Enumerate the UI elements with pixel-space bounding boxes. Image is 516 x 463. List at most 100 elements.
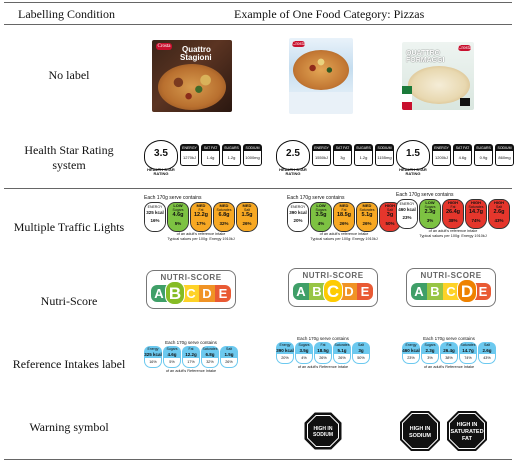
warning-sodium-1: HIGH IN SODIUM: [304, 412, 342, 450]
mtl-energy-value: 325 kcal: [146, 210, 164, 215]
ri-amount: 26.4g: [443, 347, 455, 353]
pizza-image: [408, 66, 470, 104]
ri-nutrient-name: Salt: [357, 343, 365, 347]
ri-amount: 3.5g: [299, 347, 309, 353]
mtl-level: HIGH: [494, 200, 504, 205]
ri-amount: 460 kcal: [402, 347, 420, 353]
mtl-level: MED: [219, 203, 229, 208]
warning-text-line1: HIGH IN: [457, 422, 478, 428]
hsr-nutrient-value: 1.2g: [227, 155, 236, 160]
ri-footer: of an adult's Reference Intake: [423, 365, 475, 369]
pizza-box-quattro-stagioni: Crosta Quattro Stagioni: [152, 40, 232, 112]
mtl-amount: 14.7g: [468, 209, 484, 215]
mtl-level: MED: [196, 203, 206, 208]
nutriscore-letter-b: B: [309, 282, 325, 300]
ri-pct: 5%: [163, 357, 181, 368]
mtl-nutrient-name: Saturates: [468, 205, 484, 209]
ri-nutrient-name: Energy: [405, 343, 417, 347]
ri-nutrient-name: Fat: [446, 343, 452, 347]
nutriscore-letter-d: D: [199, 284, 215, 302]
hsr-star-value: 2.5: [286, 148, 300, 159]
header-condition: Labelling Condition: [18, 7, 115, 21]
mtl-footer-1: of an adult's reference intake: [176, 232, 226, 236]
hsr-nutrient-name: SODIUM: [244, 145, 261, 151]
warning-text-line3: FAT: [462, 436, 473, 442]
mtl-pct: 26%: [334, 219, 354, 231]
pizza-title-line2: FORMAGGI: [406, 57, 445, 64]
mtl-pct: 17%: [191, 219, 211, 231]
mtl-amount: 5.1g: [361, 212, 373, 218]
hsr-nutrient-value: 1200kJ: [435, 155, 448, 160]
pizza-box-bottom: [289, 92, 353, 114]
row-label-mtl: Multiple Traffic Lights: [13, 220, 125, 234]
mtl-nutrient-name: Salt: [386, 208, 394, 212]
hsr-nutrient-name: ENERGY: [433, 145, 450, 151]
mtl-level: HIGH: [385, 203, 395, 208]
ri-pct: 20%: [276, 353, 294, 364]
hsr-nutrient-name: SAT FAT: [202, 145, 219, 151]
mtl-amount: 4.6g: [172, 212, 184, 218]
ri-footer: of an adult's Reference Intake: [165, 369, 217, 373]
ri-nutrient-name: Saturates: [334, 343, 350, 347]
hsr-nutrient-name: SUGARS: [223, 145, 240, 151]
mtl-level: MED: [242, 203, 252, 208]
row-label-nutriscore: Nutri-Score: [40, 294, 98, 308]
mtl-pct: 43%: [489, 216, 509, 228]
hsr-nutrient-name: SODIUM: [496, 145, 513, 151]
mtl-footer-1: of an adult's reference intake: [319, 232, 369, 236]
mtl-level: LOW: [316, 203, 326, 208]
hsr-nutrient-value: 1155mg: [377, 155, 392, 160]
ri-pct: 23%: [402, 353, 420, 364]
ri-amount: 5.1g: [337, 347, 347, 353]
pizza-image: [293, 50, 349, 90]
warning-text-line2: SODIUM: [409, 433, 431, 439]
box-barcode-mark: [460, 98, 470, 106]
hsr-nutrient-name: SAT FAT: [454, 145, 471, 151]
warning-text-line2: SATURATED: [450, 429, 483, 435]
nutriscore-letter-d: D: [341, 282, 357, 300]
ri-title: Each 170g serve contains: [165, 340, 217, 345]
ri-pct: 26%: [314, 353, 332, 364]
mtl-nutrient-name: ENERGY: [290, 205, 306, 209]
pizza-title-line1: Quattro: [182, 45, 211, 54]
nutriscore-title: NUTRI-SCORE: [420, 271, 482, 280]
ri-amount: 1.5g: [224, 351, 234, 357]
ri-nutrient-name: Energy: [279, 343, 291, 347]
mtl-level: MED: [362, 203, 372, 208]
top-rule: [4, 2, 512, 3]
mtl-amount: 2.6g: [493, 209, 505, 215]
ri-footer: of an adult's Reference Intake: [297, 365, 349, 369]
mtl-energy-pct: 16%: [145, 216, 165, 231]
ri-nutrient-name: Sugars: [424, 343, 436, 347]
mtl-pct: 4%: [311, 219, 331, 231]
mtl-nutrient-name: ENERGY: [399, 202, 415, 206]
nutriscore-letter-b: B: [427, 282, 443, 300]
mtl-level: MED: [339, 203, 349, 208]
hsr-star-value: 3.5: [154, 148, 168, 159]
ri-pct: 17%: [182, 357, 200, 368]
mtl-nutrient-name: Sugars: [315, 208, 327, 212]
